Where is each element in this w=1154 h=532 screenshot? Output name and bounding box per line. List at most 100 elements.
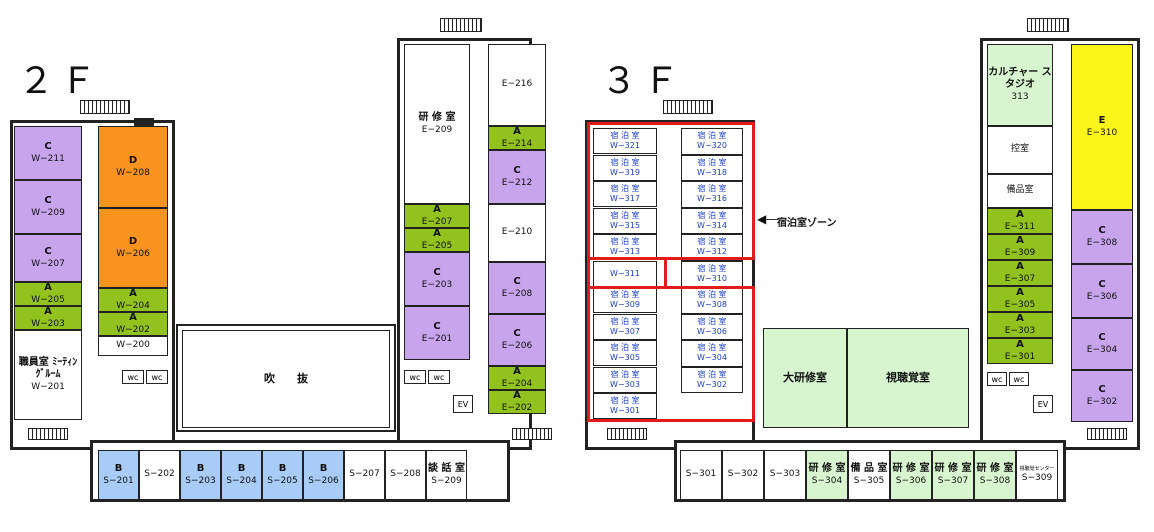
room-code: S−306: [895, 475, 927, 486]
room-group-label: 研 修 室: [976, 463, 1014, 475]
room-S−208: S−208: [385, 450, 426, 500]
room-E−210: E−210: [488, 204, 546, 262]
room-code: 313: [1011, 91, 1029, 102]
room-W−311: W−311: [593, 260, 657, 287]
large-training-room-label: 大研修室: [783, 371, 827, 385]
room-code: W−204: [116, 300, 150, 311]
room-group-label: 談 話 室: [428, 463, 465, 475]
room-group-label: C: [433, 267, 441, 279]
stairs-3f-se: [1087, 428, 1127, 440]
room-type-label: 宿 泊 室: [697, 343, 727, 353]
room-type-label: 宿 泊 室: [697, 157, 727, 167]
room-group-label: 研 修 室: [934, 463, 972, 475]
room-group-label: A: [1016, 313, 1024, 325]
arrow-left-icon: ◀―: [757, 212, 779, 226]
room-type-label: 宿 泊 室: [610, 210, 640, 220]
room-code: S−307: [937, 475, 969, 486]
large-training-room: 大研修室: [763, 328, 847, 428]
room-group-label: C: [1098, 332, 1106, 344]
floor-label-2f: ２Ｆ: [18, 61, 103, 102]
room-code: W−318: [697, 167, 727, 177]
room-code: W−206: [116, 248, 150, 259]
room-group-label: C: [513, 328, 521, 340]
room-group-label: A: [1016, 261, 1024, 273]
room-code: E−202: [501, 402, 533, 413]
room-group-label: C: [433, 321, 441, 333]
stairs-2f-sw: [28, 428, 68, 440]
room-type-label: 宿 泊 室: [697, 237, 727, 247]
room-code: E−203: [421, 279, 453, 290]
elevator-2f: EV: [453, 395, 473, 413]
room-S−207: S−207: [344, 450, 385, 500]
room-code: E−310: [1086, 127, 1118, 138]
room-code: S−301: [685, 469, 717, 480]
room-code: W−205: [31, 294, 65, 305]
room-code: S−201: [103, 475, 134, 486]
room-code: E−201: [421, 333, 453, 344]
room-group-label: A: [513, 126, 521, 138]
room-group-label: 研 修 室: [808, 463, 846, 475]
room-group-label: A: [513, 366, 521, 378]
room-code: W−315: [610, 220, 640, 230]
room-code: W−203: [31, 318, 65, 329]
room-code: E−204: [501, 378, 533, 389]
room-code: S−208: [390, 469, 421, 480]
room-code: W−208: [116, 167, 150, 178]
room-type-label: 宿 泊 室: [610, 184, 640, 193]
room-code: W−301: [610, 406, 640, 415]
room-code: 控室: [1010, 144, 1029, 155]
stairs-3f-nw: [663, 100, 713, 114]
room-code: W−311: [610, 268, 640, 278]
room-type-label: 宿 泊 室: [610, 316, 640, 326]
room-group-label: A: [129, 312, 137, 324]
room-group-label: A: [129, 288, 137, 300]
atrium-2f: 吹 抜: [182, 330, 390, 428]
room-group-label: A: [1016, 235, 1024, 247]
room-group-label: A: [1016, 339, 1024, 351]
room-code: E−305: [1004, 299, 1036, 310]
room-group-label: カルチャー スタジオ: [988, 66, 1052, 91]
room-code: S−308: [979, 475, 1011, 486]
shaft-2f: [134, 118, 154, 126]
room-group-label: D: [128, 236, 138, 248]
room-code: S−202: [144, 469, 175, 480]
room-code: W−201: [31, 381, 65, 392]
room-code: W−310: [697, 273, 727, 283]
room-type-label: 宿 泊 室: [610, 157, 640, 167]
room-code: E−304: [1086, 344, 1118, 355]
room-code: E−214: [501, 138, 533, 149]
room-code: E−309: [1004, 247, 1036, 258]
room-group-label: 備 品 室: [850, 463, 888, 475]
room-code: E−212: [501, 177, 533, 188]
room-code: S−302: [727, 469, 759, 480]
room-group-label: E: [1098, 115, 1106, 127]
room-group-label: C: [1098, 225, 1106, 237]
stairs-3f-ne: [1027, 18, 1069, 32]
room-code: W−304: [697, 353, 727, 363]
